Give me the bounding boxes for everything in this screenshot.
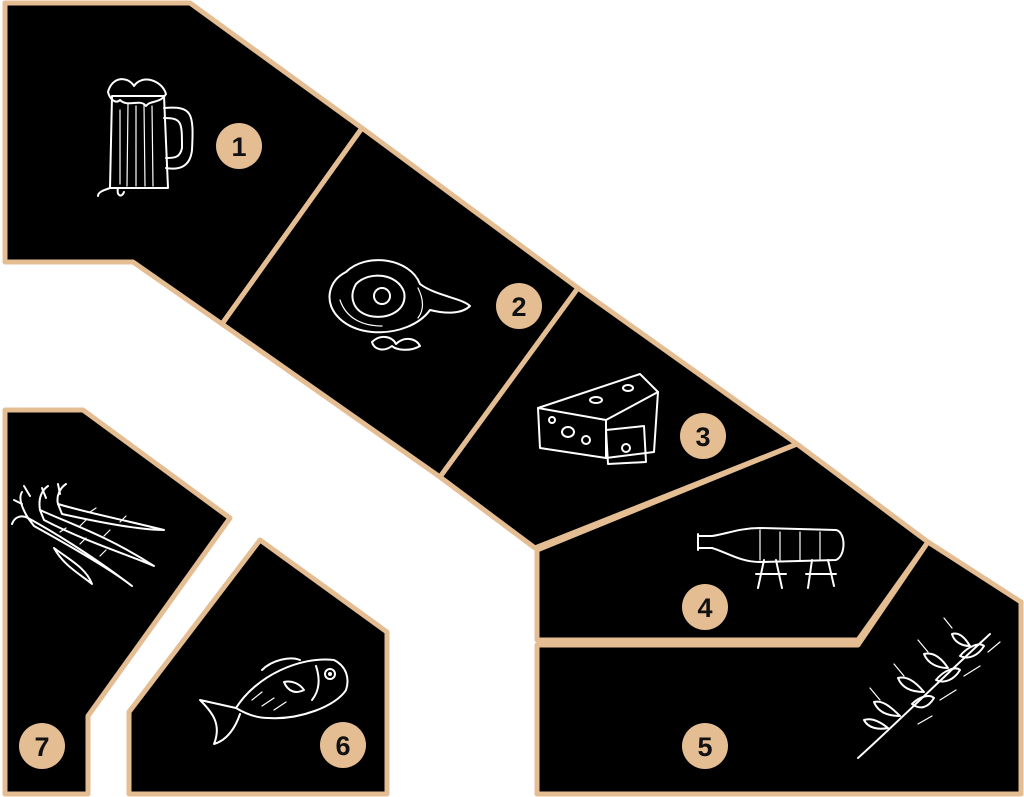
zone-badge-4: 4 <box>682 584 728 630</box>
zone-number-1: 1 <box>231 132 246 162</box>
ham-icon <box>328 259 471 351</box>
zone-2[interactable]: 2 <box>219 125 581 480</box>
zone-number-2: 2 <box>511 292 526 322</box>
zone-7[interactable]: 7 <box>2 407 233 797</box>
zone-number-7: 7 <box>34 732 49 762</box>
zone-4[interactable]: 4 <box>534 441 931 643</box>
cheese-icon <box>537 373 659 465</box>
wheat-icon <box>857 617 1001 759</box>
zone-6[interactable]: 6 <box>126 537 390 797</box>
zone-3[interactable]: 3 <box>437 285 800 551</box>
zone-number-6: 6 <box>335 731 350 761</box>
carrots-icon <box>11 483 165 587</box>
zone-number-3: 3 <box>695 422 710 452</box>
zone-badge-1: 1 <box>216 123 262 169</box>
beer-mug-icon <box>97 78 194 197</box>
zone-badge-7: 7 <box>19 723 65 769</box>
zone-badge-2: 2 <box>496 283 542 329</box>
zone-badge-5: 5 <box>682 723 728 769</box>
fish-icon <box>199 657 349 745</box>
zone-number-4: 4 <box>697 593 712 623</box>
zone-badge-3: 3 <box>680 413 726 459</box>
zone-badge-6: 6 <box>320 722 366 768</box>
zone-5[interactable]: 5 <box>534 539 1024 797</box>
zone-number-5: 5 <box>697 732 712 762</box>
wine-bottle-icon <box>697 527 845 589</box>
